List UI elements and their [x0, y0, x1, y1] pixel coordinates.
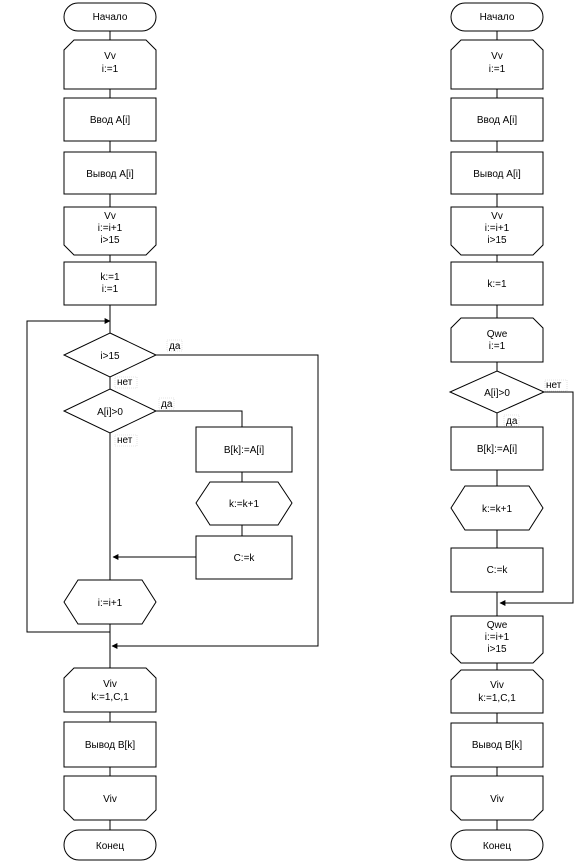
svg-text:Viv: Viv — [490, 680, 504, 691]
svg-text:B[k]:=A[i]: B[k]:=A[i] — [224, 445, 265, 456]
process-input-a: Ввод A[i] — [63, 97, 157, 142]
process-assign-b-right: B[k]:=A[i] — [450, 426, 544, 471]
svg-text:нет: нет — [117, 435, 133, 446]
svg-text:Конец: Конец — [483, 841, 511, 852]
svg-text:Начало: Начало — [480, 12, 515, 23]
svg-text:i>15: i>15 — [100, 351, 120, 362]
decision-a-gt-0: A[i]>0 — [62, 388, 158, 434]
svg-text:i:=1: i:=1 — [489, 341, 506, 352]
svg-text:A[i]>0: A[i]>0 — [484, 388, 510, 399]
svg-text:C:=k: C:=k — [487, 565, 509, 576]
svg-text:i>15: i>15 — [487, 235, 507, 246]
svg-text:i:=i+1: i:=i+1 — [485, 223, 510, 234]
svg-text:C:=k: C:=k — [234, 553, 256, 564]
svg-text:Vv: Vv — [491, 211, 503, 222]
label-no-i: нет — [114, 376, 138, 389]
process-init-k: k:=1 i:=1 — [63, 261, 157, 306]
svg-text:Вывод A[i]: Вывод A[i] — [86, 169, 134, 180]
svg-text:нет: нет — [546, 380, 562, 391]
label-yes-a: да — [158, 397, 175, 410]
svg-text:k:=1: k:=1 — [100, 272, 120, 283]
svg-text:Vv: Vv — [104, 211, 116, 222]
svg-text:Qwe: Qwe — [487, 620, 508, 631]
decision-i-gt-15: i>15 — [62, 332, 158, 378]
preparation-inc-k-right: k:=k+1 — [450, 485, 544, 531]
svg-text:Вывод A[i]: Вывод A[i] — [473, 169, 521, 180]
svg-text:k:=1: k:=1 — [487, 279, 507, 290]
loop-open-qwe-right: Qwe i:=1 — [450, 317, 544, 363]
svg-text:k:=1,C,1: k:=1,C,1 — [91, 692, 129, 703]
loop-open-viv-right: Viv k:=1,C,1 — [450, 669, 544, 714]
terminator-start: Начало — [63, 2, 157, 32]
loop-open-vv-right: Vv i:=1 — [450, 39, 544, 90]
svg-text:k:=k+1: k:=k+1 — [229, 499, 259, 510]
loop-open-vv: Vv i:=1 — [63, 39, 157, 90]
connector-lines — [26, 31, 574, 830]
svg-text:Viv: Viv — [103, 794, 117, 805]
svg-text:да: да — [161, 399, 173, 410]
svg-text:Qwe: Qwe — [487, 329, 508, 340]
loop-close-qwe-right: Qwe i:=i+1 i>15 — [450, 615, 544, 664]
svg-text:да: да — [506, 416, 518, 427]
svg-text:Viv: Viv — [490, 794, 504, 805]
process-assign-c: C:=k — [195, 535, 293, 580]
terminator-start-right: Начало — [450, 2, 544, 32]
label-yes-a-right: да — [503, 414, 520, 427]
svg-text:Viv: Viv — [103, 679, 117, 690]
preparation-inc-i: i:=i+1 — [63, 579, 157, 625]
loop-open-viv: Viv k:=1,C,1 — [63, 667, 157, 713]
svg-text:нет: нет — [117, 377, 133, 388]
process-input-a-right: Ввод A[i] — [450, 97, 544, 142]
loop-close-vv-right: Vv i:=i+1 i>15 — [450, 206, 544, 256]
svg-text:Ввод A[i]: Ввод A[i] — [477, 115, 517, 126]
decision-a-gt-0-right: A[i]>0 — [448, 370, 546, 414]
svg-text:i:=i+1: i:=i+1 — [98, 223, 123, 234]
process-output-b-right: Вывод B[k] — [450, 722, 544, 768]
preparation-inc-k: k:=k+1 — [195, 481, 293, 526]
loop-back-arrow-left — [26, 318, 111, 633]
loop-close-vv: Vv i:=i+1 i>15 — [63, 206, 157, 256]
svg-text:Вывод B[k]: Вывод B[k] — [85, 740, 135, 751]
svg-text:k:=k+1: k:=k+1 — [482, 504, 512, 515]
svg-text:i:=1: i:=1 — [489, 64, 506, 75]
label-yes-i: да — [166, 339, 183, 352]
svg-text:Ввод A[i]: Ввод A[i] — [90, 115, 130, 126]
svg-text:B[k]:=A[i]: B[k]:=A[i] — [477, 444, 518, 455]
svg-text:i:=1: i:=1 — [102, 284, 119, 295]
process-output-a-right: Вывод A[i] — [450, 151, 544, 195]
exit-yes-arrow-left — [111, 354, 319, 649]
svg-text:A[i]>0: A[i]>0 — [97, 407, 123, 418]
process-assign-c-right: C:=k — [450, 547, 544, 593]
loop-close-viv-right: Viv — [450, 775, 544, 821]
process-assign-b: B[k]:=A[i] — [195, 426, 293, 473]
process-output-b: Вывод B[k] — [63, 721, 157, 768]
svg-text:i:=i+1: i:=i+1 — [98, 598, 123, 609]
label-no-a-right: нет — [544, 379, 568, 392]
process-output-a: Вывод A[i] — [63, 151, 157, 195]
left-algorithm: Начало Vv i:=1 Ввод A[i] Вывод A[i] Vv i… — [62, 2, 293, 861]
loop-close-viv: Viv — [63, 775, 157, 821]
terminator-end-right: Конец — [450, 829, 544, 861]
svg-text:Vv: Vv — [104, 51, 116, 62]
process-init-k-right: k:=1 — [450, 261, 544, 306]
svg-text:k:=1,C,1: k:=1,C,1 — [478, 693, 516, 704]
svg-text:i>15: i>15 — [487, 644, 507, 655]
terminator-end: Конец — [63, 829, 157, 861]
svg-text:i>15: i>15 — [100, 235, 120, 246]
svg-text:да: да — [169, 341, 181, 352]
exit-no-arrow-right — [499, 391, 574, 606]
terminator-end-label: Конец — [96, 841, 124, 852]
terminator-start-label: Начало — [93, 12, 128, 23]
right-algorithm: Начало Vv i:=1 Ввод A[i] Вывод A[i] Vv i… — [448, 2, 568, 861]
svg-text:Vv: Vv — [491, 51, 503, 62]
svg-text:Вывод B[k]: Вывод B[k] — [472, 740, 522, 751]
svg-text:i:=i+1: i:=i+1 — [485, 632, 510, 643]
label-no-a: нет — [114, 434, 138, 447]
svg-text:i:=1: i:=1 — [102, 64, 119, 75]
